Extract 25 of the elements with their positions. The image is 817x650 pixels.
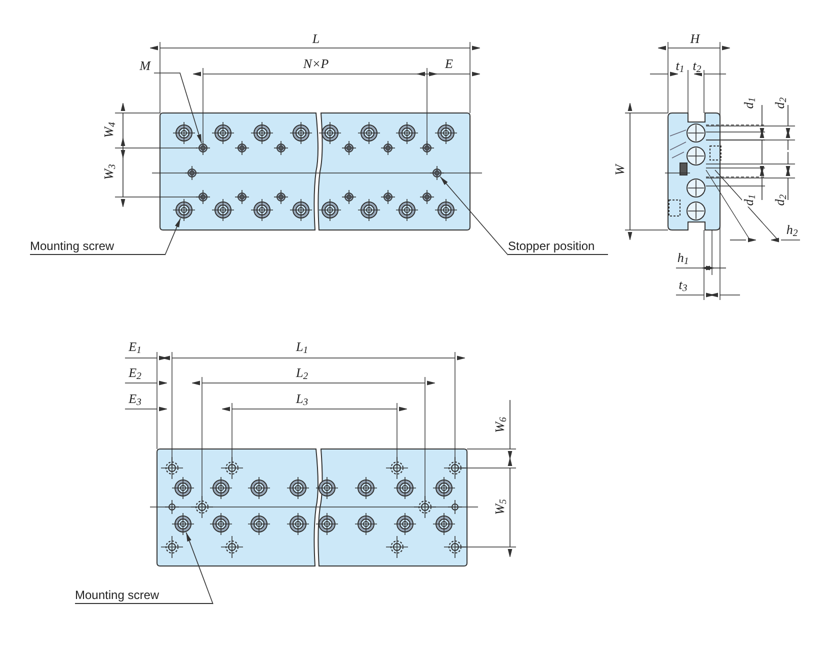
dimension-label: E — [444, 57, 454, 71]
dimension-label: W — [613, 164, 627, 176]
mounting-hole — [172, 512, 194, 536]
leader-line — [440, 176, 508, 256]
dimension-label: L$_{1}$ — [294, 340, 310, 354]
mounting-hole — [430, 166, 444, 180]
dimension-symbol: M — [136, 57, 154, 74]
dimension-label: E$_{1}$ — [128, 340, 142, 354]
dimension-label: E$_{3}$ — [128, 392, 142, 406]
callout-note: Mounting screw — [75, 587, 213, 604]
dimension-label: E$_{2}$ — [128, 366, 142, 380]
dimension-label: L$_{3}$ — [294, 392, 310, 406]
dimension-label: H — [689, 32, 701, 46]
leader-line — [186, 532, 214, 604]
dimension-label: L — [311, 32, 321, 46]
leader-line — [154, 72, 202, 144]
dimension-label: N×P — [302, 57, 330, 71]
dimension-label: h$_{1}$ — [676, 251, 690, 265]
mounting-hole — [196, 140, 210, 156]
mounting-hole — [172, 198, 196, 222]
dimension-label: L$_{2}$ — [294, 366, 310, 380]
callout-note: Mounting screw — [30, 238, 165, 255]
leader-line — [164, 218, 181, 256]
dimension-label: h$_{2}$ — [785, 223, 799, 237]
callout-note: Stopper position — [508, 238, 608, 255]
